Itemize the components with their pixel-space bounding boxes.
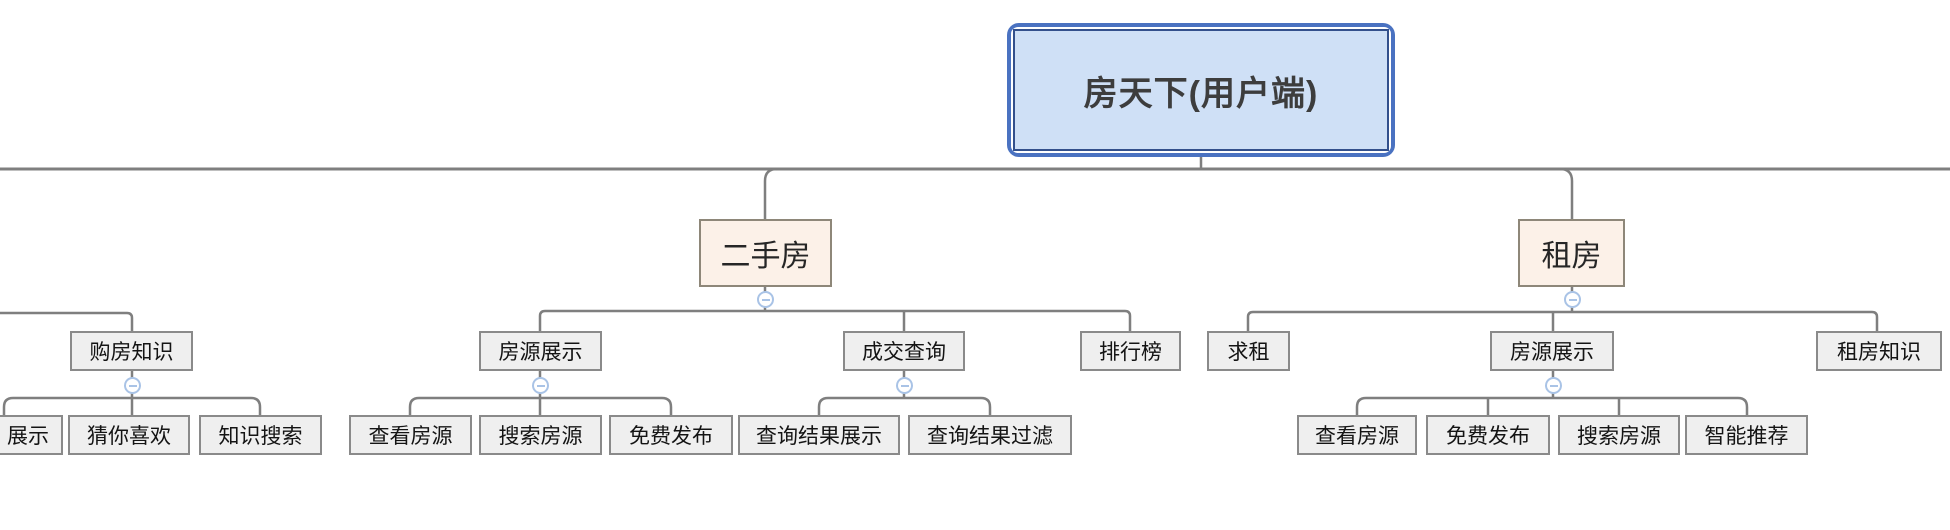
collapse-icon-rent[interactable] [1564, 291, 1581, 308]
node-smart-recommend[interactable]: 智能推荐 [1685, 415, 1808, 455]
root-node-gap: 房天下(用户端) [1011, 27, 1391, 153]
node-knowledge-display-label: 展示 [7, 425, 49, 448]
node-free-publish-2[interactable]: 免费发布 [1426, 415, 1550, 455]
node-rent-listing[interactable]: 房源展示 [1490, 331, 1614, 371]
node-knowledge-search[interactable]: 知识搜索 [199, 415, 322, 455]
node-buy-knowledge[interactable]: 购房知识 [70, 331, 193, 371]
node-view-listing-1[interactable]: 查看房源 [349, 415, 472, 455]
collapse-icon-deal-query[interactable] [896, 377, 913, 394]
minus-glyph [900, 384, 909, 387]
node-free-publish-1-label: 免费发布 [629, 425, 713, 448]
minus-glyph [1549, 384, 1558, 387]
node-deal-query[interactable]: 成交查询 [843, 331, 965, 371]
node-secondhand-listing[interactable]: 房源展示 [479, 331, 602, 371]
minus-glyph [1568, 298, 1577, 301]
node-view-listing-1-label: 查看房源 [368, 425, 453, 448]
connector-elbow-secondhand [763, 167, 778, 219]
node-rent-listing-label: 房源展示 [1510, 341, 1594, 364]
node-knowledge-display[interactable]: 展示 [0, 415, 63, 455]
connector-bus-knowledge-children [2, 396, 262, 415]
connector-bus-listing2-children [1355, 396, 1749, 415]
node-query-result-filter[interactable]: 查询结果过滤 [908, 415, 1072, 455]
connector-bus-listing1-children [408, 396, 673, 415]
collapse-icon-secondhand[interactable] [757, 291, 774, 308]
node-query-result-display-label: 查询结果展示 [756, 425, 882, 448]
root-node-selection-ring: 房天下(用户端) [1007, 23, 1395, 157]
node-view-listing-2-label: 查看房源 [1315, 425, 1399, 448]
node-view-listing-2[interactable]: 查看房源 [1297, 415, 1417, 455]
node-knowledge-search-label: 知识搜索 [218, 425, 303, 448]
node-secondhand[interactable]: 二手房 [699, 219, 832, 287]
node-buy-knowledge-label: 购房知识 [89, 341, 174, 364]
node-ranking[interactable]: 排行榜 [1080, 331, 1181, 371]
node-guess-you-like-label: 猜你喜欢 [87, 425, 171, 448]
node-query-result-display[interactable]: 查询结果展示 [738, 415, 900, 455]
connector-elbow-rent [1559, 167, 1574, 219]
minus-glyph [128, 384, 137, 387]
node-rent[interactable]: 租房 [1518, 219, 1625, 287]
minus-glyph [761, 298, 770, 301]
connector-bus-secondhand [538, 309, 1132, 331]
node-seek-rent-label: 求租 [1227, 341, 1270, 364]
node-query-result-filter-label: 查询结果过滤 [927, 425, 1053, 448]
root-node[interactable]: 房天下(用户端) [1013, 29, 1389, 151]
node-free-publish-2-label: 免费发布 [1446, 425, 1530, 448]
connector-bus-clipped-left [0, 311, 134, 331]
collapse-icon-rent-listing[interactable] [1545, 377, 1562, 394]
connector-bus-deal-children [817, 396, 992, 415]
node-deal-query-label: 成交查询 [862, 341, 946, 364]
node-rent-label: 租房 [1541, 240, 1602, 273]
node-free-publish-1[interactable]: 免费发布 [609, 415, 733, 455]
connector-bus-rent [1246, 310, 1879, 331]
node-guess-you-like[interactable]: 猜你喜欢 [68, 415, 190, 455]
node-ranking-label: 排行榜 [1099, 341, 1162, 364]
node-secondhand-label: 二手房 [720, 240, 811, 273]
collapse-icon-secondhand-listing[interactable] [532, 377, 549, 394]
node-smart-recommend-label: 智能推荐 [1704, 425, 1789, 448]
node-search-listing-2-label: 搜索房源 [1577, 425, 1661, 448]
collapse-icon-buy-knowledge[interactable] [124, 377, 141, 394]
node-search-listing-1[interactable]: 搜索房源 [479, 415, 602, 455]
root-node-label: 房天下(用户端) [1083, 74, 1319, 113]
node-search-listing-1-label: 搜索房源 [498, 425, 583, 448]
node-seek-rent[interactable]: 求租 [1207, 331, 1290, 371]
minus-glyph [536, 384, 545, 387]
node-rent-knowledge-label: 租房知识 [1837, 341, 1921, 364]
node-secondhand-listing-label: 房源展示 [498, 341, 583, 364]
node-rent-knowledge[interactable]: 租房知识 [1816, 331, 1942, 371]
node-search-listing-2[interactable]: 搜索房源 [1558, 415, 1680, 455]
